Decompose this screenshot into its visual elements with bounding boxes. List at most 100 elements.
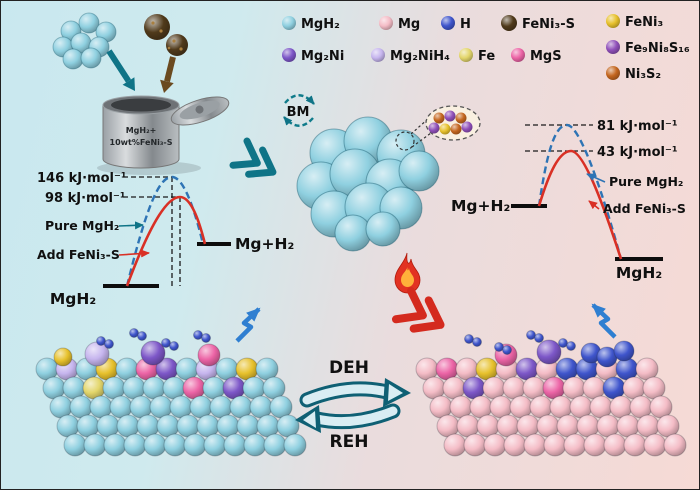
state-start-label: MgH₂ xyxy=(50,290,96,308)
h2-molecule xyxy=(558,338,568,348)
pure-mgh2-curve xyxy=(125,175,205,287)
nanoparticle-callout xyxy=(395,105,481,151)
lattice-sphere xyxy=(223,433,247,457)
ball-milling-symbol: BM xyxy=(283,94,315,127)
legend-swatch-mg2ni-icon xyxy=(282,48,296,62)
heating-transfer-arrows xyxy=(391,287,445,333)
bm-arc-bottom xyxy=(283,116,314,127)
lattice-sphere xyxy=(163,433,187,457)
h2-molecule xyxy=(169,341,179,351)
lattice-sphere xyxy=(523,433,547,457)
catalyst-speckle xyxy=(410,230,417,237)
lattice-sphere xyxy=(483,433,507,457)
barrier-value-pure: 81 kJ·mol⁻¹ xyxy=(597,119,678,134)
state-end-label: MgH₂ xyxy=(616,264,662,282)
h2-molecule xyxy=(137,331,147,341)
canister-opening xyxy=(111,98,171,112)
callout-source-circle xyxy=(395,131,415,151)
powder-sphere xyxy=(62,48,84,70)
h2-molecule xyxy=(129,328,139,338)
legend-swatch-mg2nih4-icon xyxy=(371,48,385,62)
lattice-sphere xyxy=(143,433,167,457)
milling-transfer-arrows xyxy=(229,137,277,178)
cluster-sphere xyxy=(365,211,401,247)
powder-speckle xyxy=(151,21,155,25)
canister-label-line1: MgH₂+ xyxy=(126,126,157,135)
adatom-sphere xyxy=(140,340,166,366)
mill-canister: MgH₂+ 10wt%FeNi₃-S xyxy=(97,95,230,175)
legend-label-fe: Fe xyxy=(478,49,495,64)
right-energy-diagram: 81 kJ·mol⁻¹ 43 kJ·mol⁻¹ Pure MgH₂ Add Fe… xyxy=(451,119,686,282)
legend-swatch-mgh2-icon xyxy=(282,16,296,30)
lid-knob xyxy=(195,105,204,114)
h2-molecule xyxy=(494,342,504,352)
catalyst-speckle xyxy=(305,228,315,238)
cluster-sphere xyxy=(398,150,440,192)
h2-molecule xyxy=(566,341,576,351)
lattice-sphere xyxy=(463,433,487,457)
pure-label-arrow xyxy=(118,221,144,230)
lattice-sphere xyxy=(583,433,607,457)
state-end-label: Mg+H₂ xyxy=(235,235,294,253)
barrier-value-added: 43 kJ·mol⁻¹ xyxy=(597,145,678,160)
reh-label: REH xyxy=(330,432,369,452)
legend-swatch-h-icon xyxy=(441,16,455,30)
feni3s-into-mill-arrow xyxy=(160,56,176,93)
catalyst-speckle xyxy=(305,127,309,131)
legend: MgH₂ Mg H FeNi₃-S Mg₂Ni Mg₂NiH₄ Fe MgS F… xyxy=(282,14,690,82)
legend-label-feni3: FeNi₃ xyxy=(625,15,663,30)
lattice-sphere xyxy=(643,433,667,457)
pure-mgh2-curve xyxy=(537,123,623,260)
canister-body xyxy=(102,104,180,169)
bm-label: BM xyxy=(287,105,310,120)
lattice-sphere xyxy=(183,433,207,457)
arrow-head xyxy=(160,79,174,93)
legend-label-mgh2: MgH₂ xyxy=(301,17,340,32)
feni3s-powder-cluster xyxy=(144,14,188,56)
lattice-sphere xyxy=(603,433,627,457)
callout-sphere xyxy=(444,110,456,122)
mgh2-into-mill-arrow xyxy=(106,49,135,91)
catalyst-speckle xyxy=(306,215,311,220)
h2-molecule xyxy=(161,338,171,348)
callout-sphere xyxy=(433,112,445,124)
bolt-zigzag xyxy=(235,307,261,343)
legend-label-mg: Mg xyxy=(398,17,420,32)
added-curve-label: Add FeNi₃-S xyxy=(37,247,120,262)
powder-speckle xyxy=(172,39,176,43)
h2-molecule xyxy=(96,336,106,346)
chevron xyxy=(245,146,277,178)
mg-surface-slab xyxy=(415,339,687,457)
canister-label-line2: 10wt%FeNi₃-S xyxy=(110,138,173,147)
legend-swatch-feni3-icon xyxy=(606,14,620,28)
lattice-sphere xyxy=(243,433,267,457)
legend-label-h: H xyxy=(460,17,471,32)
lattice-sphere xyxy=(123,433,147,457)
energy-bolt-right-icon xyxy=(591,303,617,339)
flame-inner xyxy=(401,267,414,287)
catalyst-speckle xyxy=(405,239,414,248)
legend-swatch-mgs-icon xyxy=(511,48,525,62)
deh-label: DEH xyxy=(329,358,369,378)
legend-label-ni3s2: Ni₃S₂ xyxy=(625,67,661,82)
lattice-sphere xyxy=(503,433,527,457)
legend-swatch-ni3s2-icon xyxy=(606,66,620,80)
chevron xyxy=(229,137,261,169)
h2-molecule xyxy=(464,334,474,344)
barrier-value-pure: 146 kJ·mol⁻¹ xyxy=(37,171,127,186)
deh-reh-cycle: DEH REH xyxy=(295,358,411,452)
legend-label-mg2ni: Mg₂Ni xyxy=(301,49,344,64)
arrow-shaft xyxy=(106,49,132,83)
lattice-sphere xyxy=(283,433,307,457)
powder-sphere xyxy=(144,14,170,40)
reh-arrow-body xyxy=(312,406,398,427)
reh-arrow-head-inner xyxy=(303,411,316,428)
legend-label-fe9ni8s16: Fe₉Ni₈S₁₆ xyxy=(625,41,690,56)
legend-label-feni3s: FeNi₃-S xyxy=(522,17,575,32)
added-feni3s-curve xyxy=(125,195,207,287)
h2-molecule xyxy=(104,339,114,349)
composite-cluster xyxy=(296,116,440,252)
h2-molecule xyxy=(201,333,211,343)
pure-curve-label: Pure MgH₂ xyxy=(45,218,119,233)
